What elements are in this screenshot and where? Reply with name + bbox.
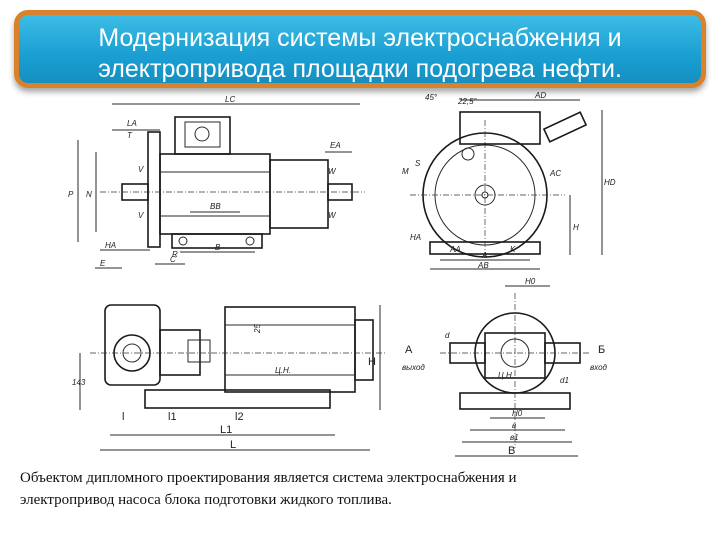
dim-label: AA xyxy=(449,245,461,254)
dim-label: AC xyxy=(549,169,561,178)
dim-label: 22,5° xyxy=(457,97,478,106)
dim-label: в xyxy=(512,421,516,430)
pump-front-view-drawing: H0 A Б выход вход d d1 Ц.Н. H0 в в1 B xyxy=(400,278,620,463)
dim-label: l1 xyxy=(168,411,177,423)
dim-label: HA xyxy=(105,241,116,250)
dim-label: A xyxy=(405,344,413,356)
dim-label: T xyxy=(127,131,133,140)
dim-label: 143 xyxy=(72,378,86,387)
dim-label: A xyxy=(481,251,487,260)
dim-label: d1 xyxy=(560,376,569,385)
dim-label: R xyxy=(172,250,178,259)
dim-label: B xyxy=(215,243,221,252)
dim-label: E xyxy=(100,259,106,268)
dim-label: Ц.Н. xyxy=(275,366,291,375)
dim-label: Ц.Н. xyxy=(498,371,514,380)
motor-front-view-drawing: 45° 22,5° AD S M AC HD H HA AA K A AB xyxy=(390,90,620,272)
dim-label: N xyxy=(86,190,92,199)
slide-caption: Объектом дипломного проектирования являе… xyxy=(20,470,517,508)
dim-label: S xyxy=(415,159,421,168)
dim-label: L xyxy=(230,439,236,451)
dim-label: B xyxy=(508,445,515,457)
pump-side-view-drawing: 25 Ц.Н. H 143 l l1 l2 L1 L xyxy=(70,285,390,465)
dim-label: H0 xyxy=(512,409,523,418)
dim-label: в1 xyxy=(510,433,519,442)
dim-label: W xyxy=(328,211,337,220)
dim-label: H xyxy=(573,223,579,232)
dim-label: выход xyxy=(402,363,425,372)
dim-label: d xyxy=(445,331,450,340)
dim-label: V xyxy=(138,165,144,174)
dim-label: 45° xyxy=(425,93,438,102)
motor-side-view-drawing: LC LA T EA P N V V W W BB xyxy=(60,92,370,272)
dim-label: BB xyxy=(210,202,221,211)
slide-title: Модернизация системы электроснабжения и … xyxy=(98,24,622,83)
dim-label: AD xyxy=(534,91,546,100)
dim-label: HA xyxy=(410,233,421,242)
dim-label: вход xyxy=(590,363,608,372)
dim-label: P xyxy=(68,190,74,199)
dim-label: LC xyxy=(225,95,235,104)
dim-label: W xyxy=(328,167,337,176)
dim-label: LA xyxy=(127,119,137,128)
dim-label: H0 xyxy=(525,278,536,286)
dim-label: Б xyxy=(598,344,605,356)
dim-label: K xyxy=(510,245,516,254)
title-banner: Модернизация системы электроснабжения и … xyxy=(14,10,706,88)
dim-label: l xyxy=(122,411,124,423)
dim-label: V xyxy=(138,211,144,220)
dim-label: H xyxy=(368,356,376,368)
dim-label: 25 xyxy=(253,324,262,334)
dim-label: l2 xyxy=(235,411,244,423)
dim-label: HD xyxy=(604,178,616,187)
dim-label: EA xyxy=(330,141,341,150)
dim-label: L1 xyxy=(220,424,232,436)
dim-label: M xyxy=(402,167,409,176)
dim-label: AB xyxy=(477,261,489,270)
dim-label: C xyxy=(170,255,176,264)
